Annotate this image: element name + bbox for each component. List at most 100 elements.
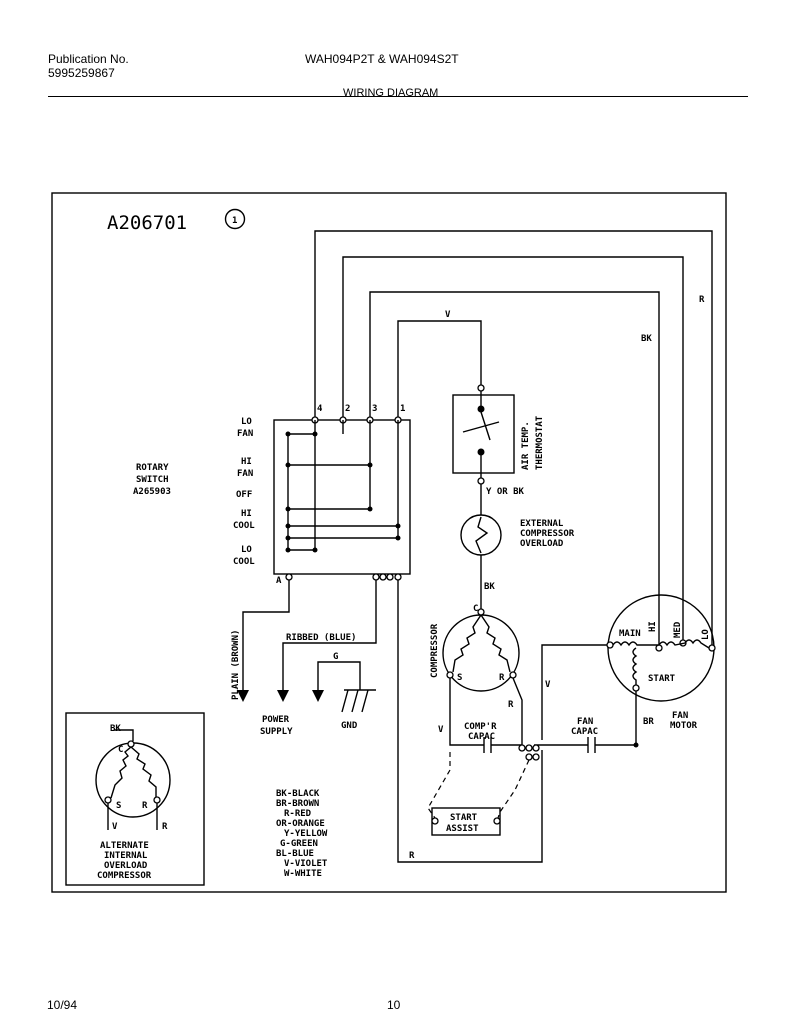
publication-label: Publication No.	[48, 52, 129, 66]
compressor-c-label: C	[473, 604, 478, 614]
compressor-terminal-r	[509, 671, 517, 679]
footer-date: 10/94	[47, 998, 78, 1012]
svg-text:BK-BLACK: BK-BLACK	[276, 789, 320, 799]
alternate-compressor-box	[65, 712, 205, 886]
svg-text:3: 3	[372, 404, 377, 414]
overload-label-3: OVERLOAD	[520, 539, 564, 549]
svg-text:OFF: OFF	[236, 490, 252, 500]
fan-med-label: MED	[673, 621, 683, 638]
alternate-r-label: R	[142, 801, 148, 811]
power-supply-label-2: SUPPLY	[260, 727, 293, 737]
svg-text:COOL: COOL	[233, 521, 255, 531]
fan-motor-windings	[612, 639, 710, 685]
wire-label-black: BK	[641, 334, 652, 344]
alternate-r2-label: R	[162, 822, 168, 832]
svg-text:COOL: COOL	[233, 557, 255, 567]
alternate-caption-3: OVERLOAD	[104, 861, 148, 871]
wire-label-red: R	[699, 295, 705, 305]
fan-motor-label-1: FAN	[672, 711, 688, 721]
fan-hi-label: HI	[648, 621, 658, 632]
svg-text:V-VIOLET: V-VIOLET	[284, 859, 328, 869]
alternate-caption-4: COMPRESSOR	[97, 871, 152, 881]
wire-label-red-3: R	[409, 851, 415, 861]
wire-label-black-2: BK	[484, 582, 495, 592]
thermostat-contacts	[462, 384, 500, 515]
svg-text:FAN: FAN	[237, 469, 253, 479]
alternate-v-label: V	[112, 822, 118, 832]
fan-main-label: MAIN	[619, 629, 641, 639]
wire-label-violet-3: V	[438, 725, 444, 735]
top-wires	[314, 230, 713, 645]
alternate-c-label: C	[118, 745, 123, 755]
compressor-terminal-c	[477, 608, 485, 616]
thermostat-label-2: THERMOSTAT	[535, 415, 545, 470]
svg-text:ROTARY: ROTARY	[136, 463, 169, 473]
svg-text:SWITCH: SWITCH	[136, 475, 169, 485]
svg-text:1: 1	[400, 404, 405, 414]
wire-label-violet-2: V	[545, 680, 551, 690]
svg-text:4: 4	[317, 404, 323, 414]
revision-number: 1	[232, 216, 237, 226]
wire-label-violet: V	[445, 310, 451, 320]
svg-text:OR-ORANGE: OR-ORANGE	[276, 819, 325, 829]
svg-text:A: A	[276, 576, 282, 586]
alternate-s-label: S	[116, 801, 121, 811]
switch-bottom-terminals	[285, 573, 402, 581]
lower-wiring	[397, 580, 639, 863]
fan-lo-label: LO	[701, 629, 711, 640]
fan-start-label: START	[648, 674, 676, 684]
wire-label-y-or-bk: Y OR BK	[486, 487, 525, 497]
fan-motor-label-2: MOTOR	[670, 721, 698, 731]
svg-text:LO: LO	[241, 417, 252, 427]
color-legend: BK-BLACK BR-BROWN R-RED OR-ORANGE Y-YELL…	[276, 789, 328, 879]
plain-brown-label: PLAIN (BROWN)	[231, 630, 241, 700]
svg-text:2: 2	[345, 404, 350, 414]
svg-text:HI: HI	[241, 457, 252, 467]
start-assist-label-2: ASSIST	[446, 824, 479, 834]
power-supply-label-1: POWER	[262, 715, 290, 725]
header-rule	[48, 96, 748, 97]
svg-text:LO: LO	[241, 545, 252, 555]
diagram-frame	[51, 192, 727, 893]
switch-terminal-labels: 4 2 3 1 A	[276, 404, 405, 586]
compressor-label: COMPRESSOR	[430, 623, 440, 678]
ribbed-blue-label: RIBBED (BLUE)	[286, 633, 356, 643]
overload-element	[475, 516, 489, 554]
svg-text:R-RED: R-RED	[284, 809, 312, 819]
svg-text:BR-BROWN: BR-BROWN	[276, 799, 319, 809]
compressor-terminal-s	[446, 671, 454, 679]
thermostat-box	[452, 394, 515, 474]
svg-text:A265903: A265903	[133, 487, 171, 497]
overload-label-2: COMPRESSOR	[520, 529, 575, 539]
rotary-switch-box	[273, 419, 411, 575]
wire-label-brown: BR	[643, 717, 654, 727]
switch-contacts	[285, 420, 401, 553]
model-numbers: WAH094P2T & WAH094S2T	[305, 52, 459, 66]
overload-circle	[460, 514, 502, 556]
compressor-r-label: R	[499, 673, 505, 683]
svg-text:FAN: FAN	[237, 429, 253, 439]
compressor-circle	[442, 614, 520, 692]
compr-capac-label-2: CAPAC	[468, 732, 495, 742]
power-supply-wiring	[237, 580, 377, 713]
fan-capac-label-1: FAN	[577, 717, 593, 727]
alternate-caption-1: ALTERNATE	[100, 841, 149, 851]
wire-label-red-2: R	[508, 700, 514, 710]
svg-text:HI: HI	[241, 509, 252, 519]
svg-text:BL-BLUE: BL-BLUE	[276, 849, 314, 859]
alternate-compressor-circle	[95, 742, 171, 818]
svg-text:W-WHITE: W-WHITE	[284, 869, 322, 879]
alternate-compressor-windings	[104, 729, 161, 830]
alternate-caption-2: INTERNAL	[104, 851, 148, 861]
revision-circle	[224, 208, 246, 230]
svg-text:Y-YELLOW: Y-YELLOW	[284, 829, 328, 839]
svg-text:G-GREEN: G-GREEN	[280, 839, 318, 849]
thermostat-label-1: AIR TEMP.	[521, 421, 531, 470]
compressor-s-label: S	[457, 673, 462, 683]
start-assist-label-1: START	[450, 813, 478, 823]
ground-label: GND	[341, 721, 358, 731]
compressor-windings	[452, 614, 511, 673]
footer-page-number: 10	[387, 998, 401, 1012]
compr-capac-label-1: COMP'R	[464, 722, 497, 732]
